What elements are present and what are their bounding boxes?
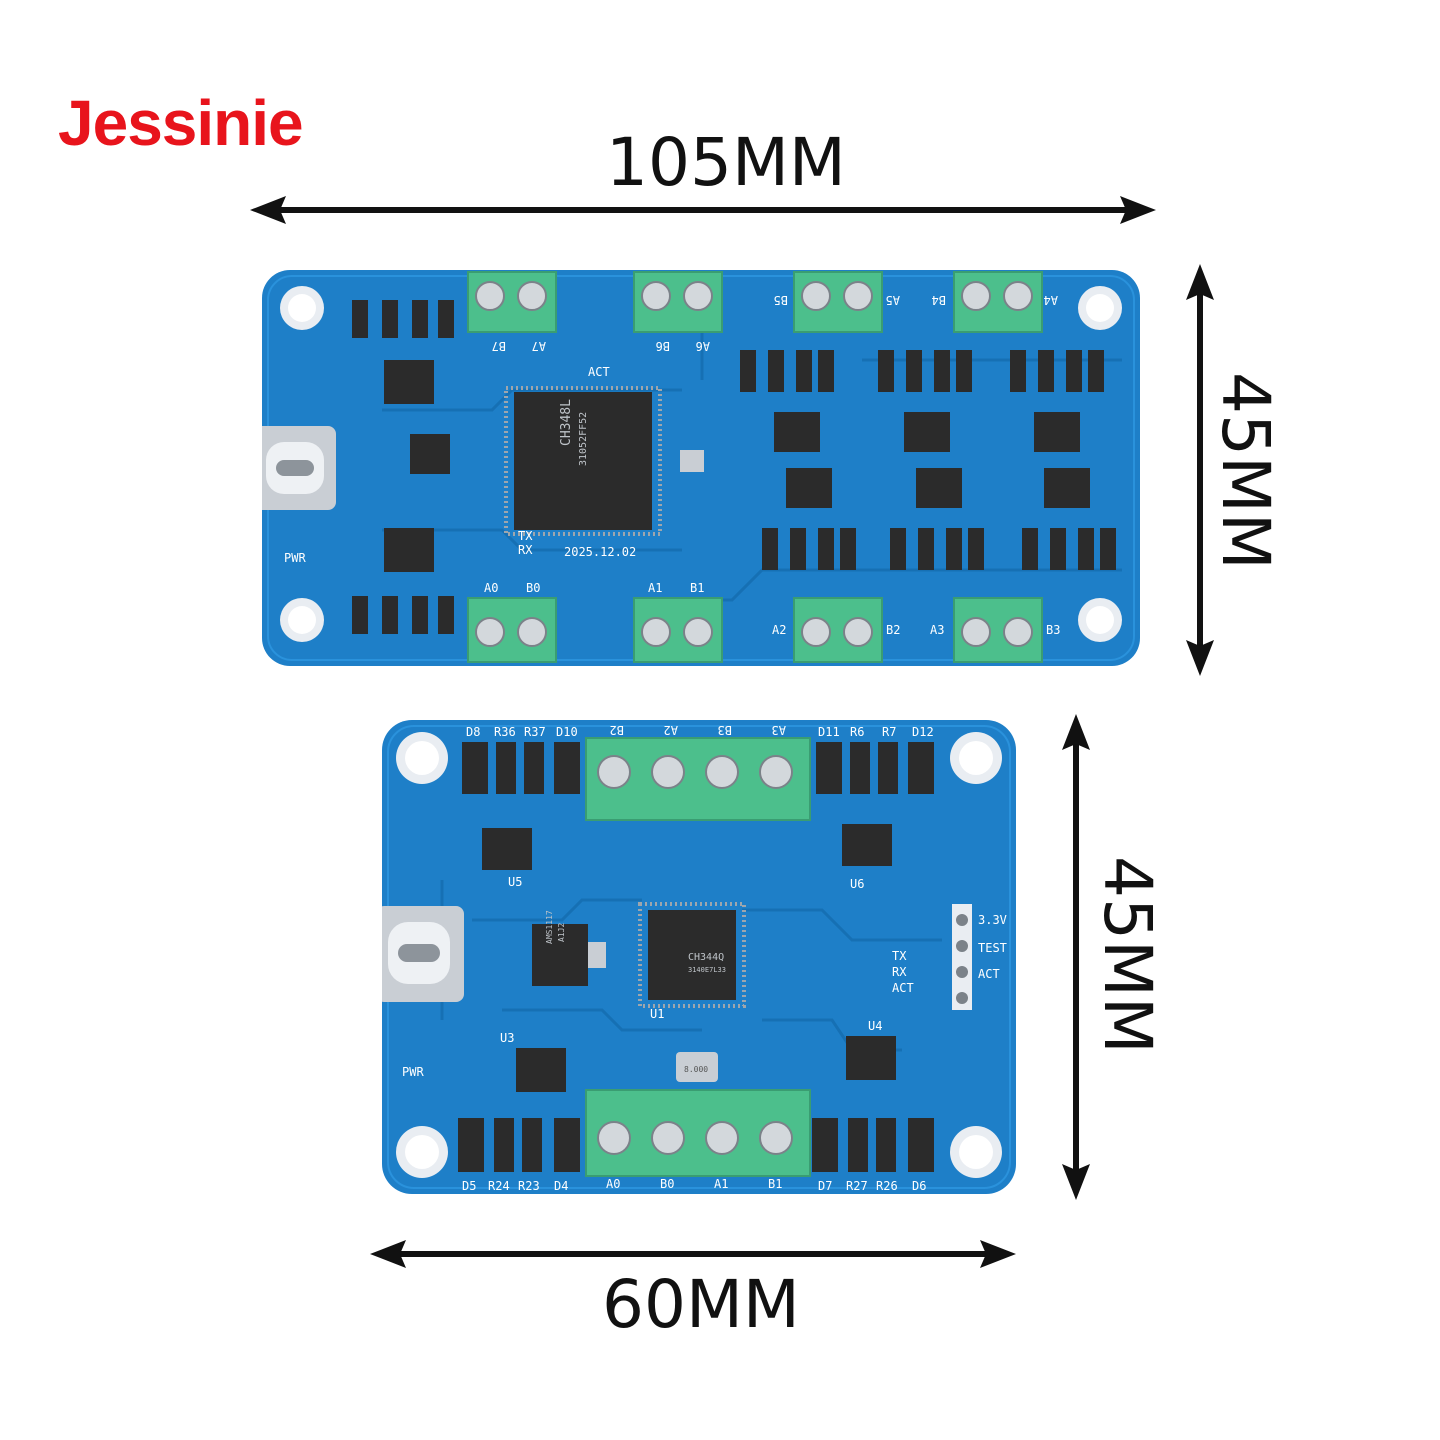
svg-text:PWR: PWR xyxy=(284,551,306,565)
svg-text:A3: A3 xyxy=(930,623,944,637)
svg-text:3140E7L33: 3140E7L33 xyxy=(688,966,726,974)
svg-text:TX: TX xyxy=(518,529,533,543)
svg-text:A1: A1 xyxy=(714,1177,728,1191)
svg-text:B3: B3 xyxy=(718,723,732,737)
svg-text:B2: B2 xyxy=(886,623,900,637)
svg-text:D6: D6 xyxy=(912,1179,926,1193)
svg-text:R6: R6 xyxy=(850,725,864,739)
svg-text:U6: U6 xyxy=(850,877,864,891)
svg-text:CH348L: CH348L xyxy=(559,399,574,446)
svg-text:RX: RX xyxy=(892,965,907,979)
svg-text:D7: D7 xyxy=(818,1179,832,1193)
svg-text:R24: R24 xyxy=(488,1179,510,1193)
svg-text:A7: A7 xyxy=(532,339,546,353)
svg-text:8.000: 8.000 xyxy=(684,1065,708,1074)
svg-text:D4: D4 xyxy=(554,1179,568,1193)
svg-text:B4: B4 xyxy=(932,293,946,307)
svg-text:A2: A2 xyxy=(664,723,678,737)
brand-logo: Jessinie xyxy=(58,87,304,159)
svg-text:A5: A5 xyxy=(886,293,900,307)
svg-text:U5: U5 xyxy=(508,875,522,889)
svg-text:B7: B7 xyxy=(492,339,506,353)
svg-text:TEST: TEST xyxy=(978,941,1007,955)
svg-text:ACT: ACT xyxy=(892,981,914,995)
svg-text:D11: D11 xyxy=(818,725,840,739)
svg-text:U3: U3 xyxy=(500,1031,514,1045)
svg-text:R27: R27 xyxy=(846,1179,868,1193)
svg-text:RX: RX xyxy=(518,543,533,557)
main-chip xyxy=(514,392,652,530)
svg-text:R37: R37 xyxy=(524,725,546,739)
svg-text:R23: R23 xyxy=(518,1179,540,1193)
svg-text:R36: R36 xyxy=(494,725,516,739)
svg-text:A2: A2 xyxy=(772,623,786,637)
svg-text:2025.12.02: 2025.12.02 xyxy=(564,545,636,559)
svg-text:31052FF52: 31052FF52 xyxy=(578,412,589,466)
svg-text:B6: B6 xyxy=(656,339,670,353)
svg-text:A4: A4 xyxy=(1044,293,1058,307)
svg-text:R7: R7 xyxy=(882,725,896,739)
svg-text:A3: A3 xyxy=(772,723,786,737)
svg-text:B2: B2 xyxy=(610,723,624,737)
svg-text:TX: TX xyxy=(892,949,907,963)
svg-text:D10: D10 xyxy=(556,725,578,739)
svg-text:U1: U1 xyxy=(650,1007,664,1021)
svg-text:B1: B1 xyxy=(768,1177,782,1191)
svg-text:B3: B3 xyxy=(1046,623,1060,637)
svg-text:ACT: ACT xyxy=(978,967,1000,981)
small-height-arrow xyxy=(1062,714,1090,1200)
svg-text:CH344Q: CH344Q xyxy=(688,952,724,963)
svg-text:PWR: PWR xyxy=(402,1065,424,1079)
svg-text:A0: A0 xyxy=(606,1177,620,1191)
large-height-arrow xyxy=(1186,264,1214,676)
svg-text:AMS1117: AMS1117 xyxy=(545,910,554,944)
small-width-arrow xyxy=(370,1240,1016,1268)
main-chip-small xyxy=(648,910,736,1000)
svg-text:3.3V: 3.3V xyxy=(978,913,1007,927)
svg-text:ACT: ACT xyxy=(588,365,610,379)
large-width-arrow xyxy=(250,196,1156,224)
svg-text:B0: B0 xyxy=(526,581,540,595)
svg-text:D8: D8 xyxy=(466,725,480,739)
large-height-label: 45MM xyxy=(1207,372,1284,570)
small-height-label: 45MM xyxy=(1089,856,1166,1054)
svg-text:R26: R26 xyxy=(876,1179,898,1193)
svg-text:A6: A6 xyxy=(696,339,710,353)
svg-text:A0: A0 xyxy=(484,581,498,595)
large-pcb-board: CH348L 31052FF52 xyxy=(262,270,1140,666)
small-pcb-board: CH344Q 3140E7L33 AMS1117 A1J2 8.000 3.3V… xyxy=(382,720,1016,1194)
svg-text:D5: D5 xyxy=(462,1179,476,1193)
ldo-regulator xyxy=(532,924,588,986)
svg-text:B0: B0 xyxy=(660,1177,674,1191)
svg-text:B5: B5 xyxy=(774,293,788,307)
svg-text:B1: B1 xyxy=(690,581,704,595)
svg-text:D12: D12 xyxy=(912,725,934,739)
svg-text:A1: A1 xyxy=(648,581,662,595)
large-width-label: 105MM xyxy=(606,124,846,201)
svg-text:A1J2: A1J2 xyxy=(557,923,566,942)
svg-text:U4: U4 xyxy=(868,1019,882,1033)
small-width-label: 60MM xyxy=(602,1266,800,1343)
